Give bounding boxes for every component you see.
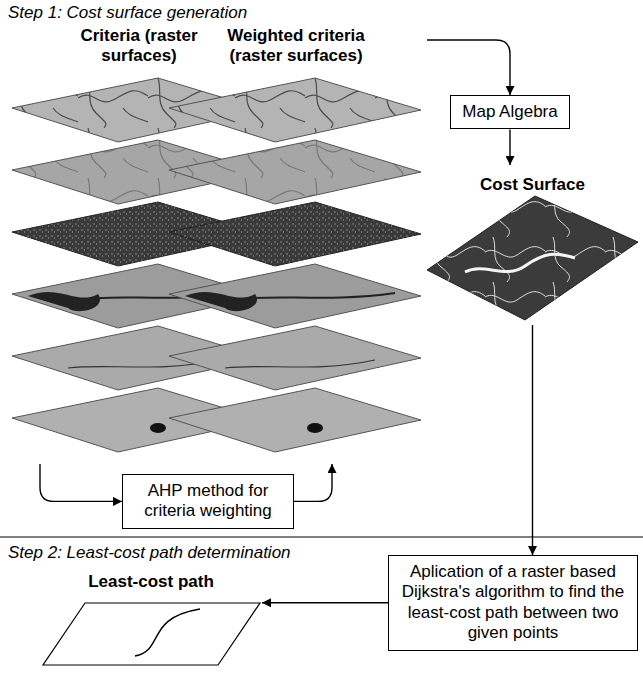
weighted-raster-layer-stack xyxy=(165,72,427,464)
flow-arrow xyxy=(40,464,122,501)
least-cost-path-sketch xyxy=(40,600,262,668)
heading: Least-cost path xyxy=(66,572,236,592)
process-box: Map Algebra xyxy=(450,95,570,129)
process-box: AHP method for criteria weighting xyxy=(122,474,294,529)
weighted-criteria-stack: Weighted criteria (raster surfaces) xyxy=(165,26,427,464)
step-label: Step 2: Least-cost path determination xyxy=(8,543,291,563)
flow-arrow xyxy=(427,40,510,95)
box-text: Map Algebra xyxy=(459,102,561,122)
process-box: Aplication of a raster based Dijkstra's … xyxy=(388,555,638,651)
flow-arrow xyxy=(294,464,332,501)
step-label: Step 1: Cost surface generation xyxy=(8,3,247,23)
heading: Weighted criteria (raster surfaces) xyxy=(211,26,381,67)
box-text: Aplication of a raster based Dijkstra's … xyxy=(397,562,629,644)
box-text: AHP method for criteria weighting xyxy=(131,481,285,522)
step-divider xyxy=(0,535,643,539)
least-cost-path: Least-cost path xyxy=(40,572,262,668)
heading: Criteria (raster surfaces) xyxy=(54,26,224,67)
heading: Cost Surface xyxy=(448,165,618,195)
cost-surface-plate xyxy=(425,192,640,324)
cost-surface: Cost Surface xyxy=(425,165,640,325)
flow-arrow xyxy=(262,602,388,603)
flow-arrow xyxy=(532,325,533,555)
criteria-stack: Criteria (raster surfaces) xyxy=(8,26,270,464)
flow-arrow xyxy=(509,129,510,165)
